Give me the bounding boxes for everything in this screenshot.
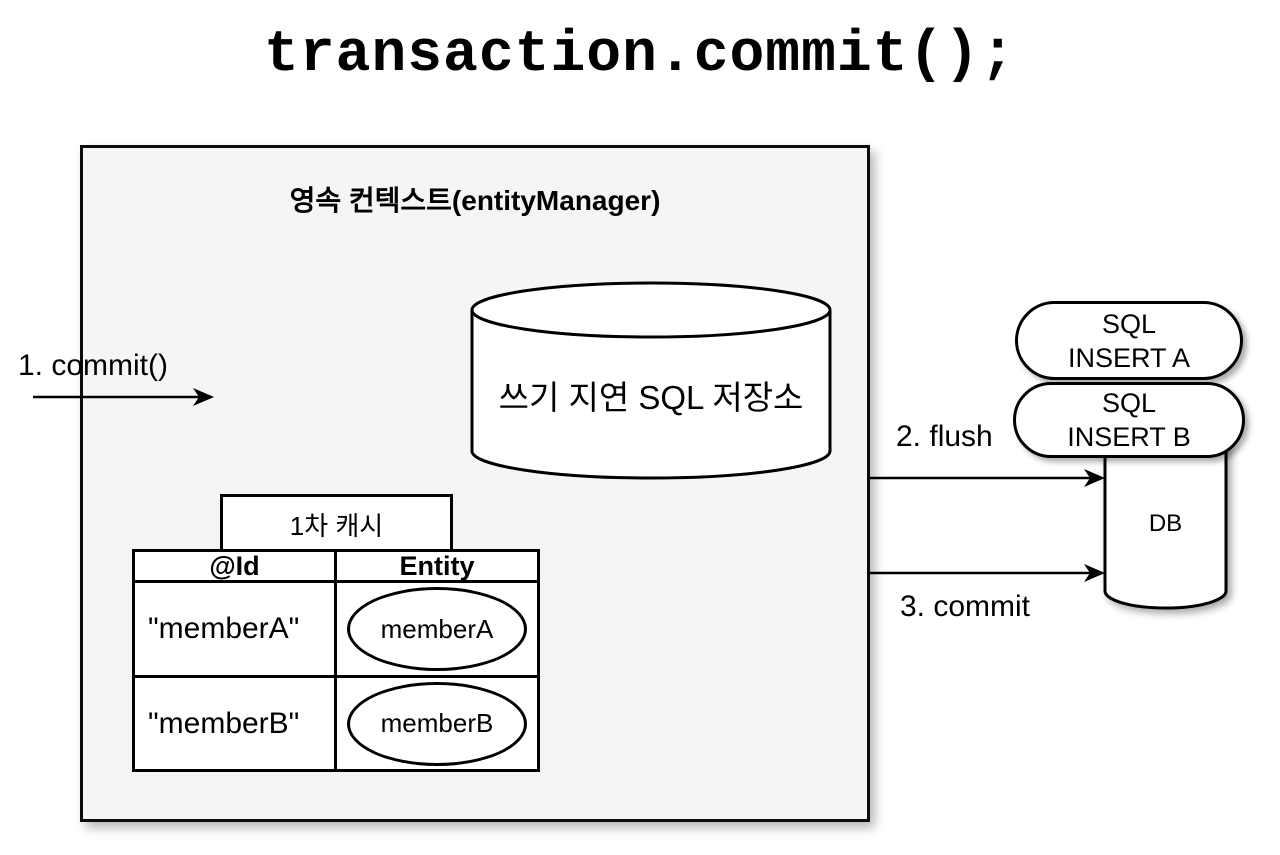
entity-ellipse-memberA: memberA	[347, 587, 527, 671]
sql-insert-b-pill: SQL INSERT B	[1013, 382, 1245, 458]
flush-arrow-label: 2. flush	[896, 420, 993, 453]
sql-insert-a-pill: SQL INSERT A	[1015, 301, 1243, 380]
entity-ellipse-memberB: memberB	[347, 681, 527, 766]
commit-in-arrow-label: 1. commit()	[18, 349, 168, 382]
entity-ellipse-label: memberB	[380, 708, 494, 738]
sql-insert-a-line2: INSERT A	[1067, 342, 1191, 373]
sql-insert-a-line1: SQL	[1101, 308, 1157, 339]
write-behind-sql-store-label: 쓰기 지연 SQL 저장소	[498, 379, 804, 416]
persistence-context-label: 영속 컨텍스트(entityManager)	[289, 185, 661, 216]
diagram-title: transaction.commit();	[264, 23, 1016, 88]
db-label: DB	[1148, 510, 1183, 537]
first-level-cache-tab: 1차 캐시	[220, 494, 453, 554]
entity-cell-row-2: memberB	[337, 678, 537, 769]
first-level-cache-label: 1차 캐시	[289, 510, 384, 541]
commit-out-arrow-label: 3. commit	[900, 590, 1031, 623]
id-cell-row-2: "memberB"	[135, 678, 337, 769]
commit-out-arrow	[870, 564, 1105, 582]
column-header-id: @Id	[135, 551, 337, 583]
id-cell-row-1: "memberA"	[135, 583, 337, 678]
sql-insert-b-line1: SQL	[1101, 388, 1157, 418]
first-level-cache-table: @Id Entity "memberA" memberA "memberB" m…	[132, 549, 540, 772]
entity-ellipse-label: memberA	[380, 613, 494, 644]
entity-cell-row-1: memberA	[337, 583, 537, 678]
flush-arrow	[870, 469, 1105, 487]
column-header-entity: Entity	[337, 551, 537, 583]
sql-insert-b-line2: INSERT B	[1067, 422, 1191, 452]
